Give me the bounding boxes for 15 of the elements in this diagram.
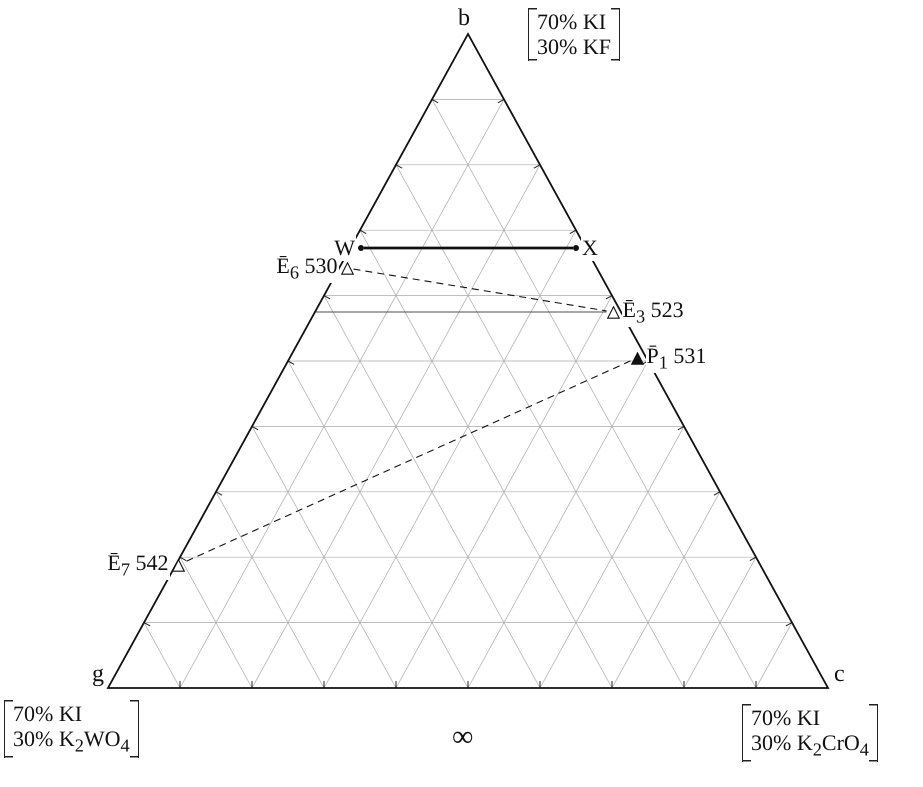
tie-line [364,246,573,250]
composition-text: 70% KI [13,701,84,726]
composition-text: 30% KF [537,34,611,60]
composition-text: 70% KI [537,9,608,34]
point-label: P̄$_{1}$ 531 [646,342,708,374]
point-label: X [581,235,599,261]
composition-text: 30% K$_{2}$WO$_{4}$ [13,726,130,757]
composition-text: 70% KI [751,705,822,730]
vertex-label: b [458,6,470,30]
infinity-symbol: ∞ [452,722,474,752]
vertex-label: g [92,662,104,686]
composition-text: 30% K$_{2}$CrO$_{4}$ [751,730,869,761]
dashed-tie-line [353,268,607,312]
dashed-tie-line [184,360,631,563]
vertex-label: c [834,662,845,686]
